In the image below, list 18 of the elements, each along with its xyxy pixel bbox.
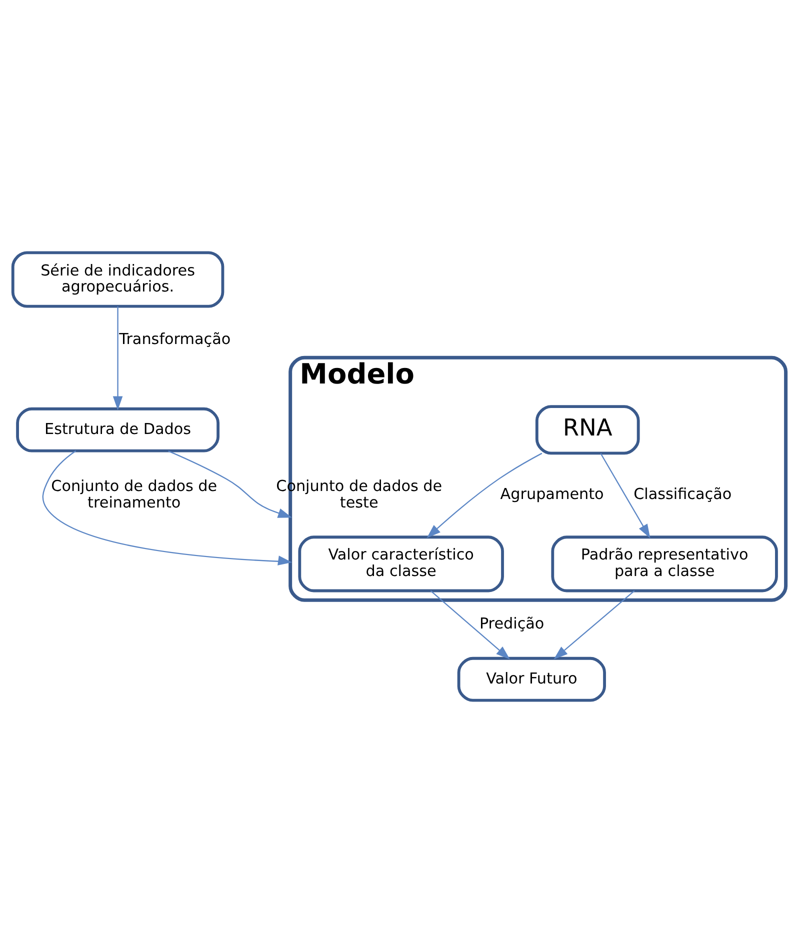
arrow [554,590,635,659]
node-box: Valor característico da classe [298,535,504,592]
node-box: RNA [535,404,640,454]
arrow [600,452,650,538]
edge-label: Transformação [119,330,231,348]
edge-label: Conjunto de dados de treinamento [51,476,218,511]
edge-label: Classificação [634,484,732,503]
node-box: Padrão representativo para a classe [551,535,778,592]
node-box: Série de indicadores agropecuários. [11,250,224,308]
edge-label: Predição [479,614,544,632]
arrow [426,452,542,538]
arrow [168,450,292,518]
arrow [42,450,292,565]
arrow [430,590,510,659]
node-box: Estrutura de Dados [16,406,220,452]
arrow [112,306,123,410]
edge-label: Agrupamento [500,484,604,503]
node-box: Valor Futuro [457,656,606,702]
